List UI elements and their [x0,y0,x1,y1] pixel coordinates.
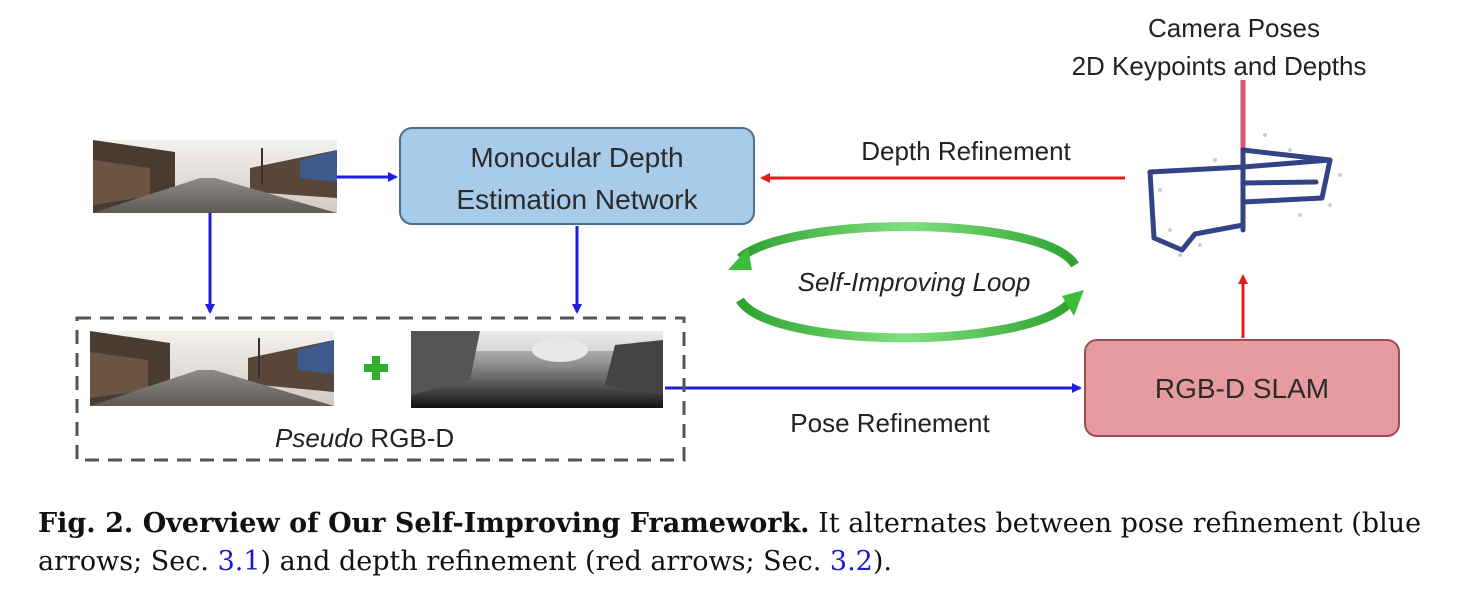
depth-network-label-line1: Monocular Depth [470,142,683,173]
keypoints-depths-label: 2D Keypoints and Depths [1072,51,1367,81]
depth-map [411,331,663,408]
depth-refinement-label: Depth Refinement [861,136,1071,166]
caption-ref-section-3-2[interactable]: 3.2 [829,546,873,577]
depth-network-label-line2: Estimation Network [456,184,698,215]
street-photo-top [93,140,337,213]
pose-refinement-label: Pose Refinement [790,408,990,438]
loop-label: Self-Improving Loop [798,267,1031,297]
caption-part1: It alternates between pose refinement (b… [38,508,1422,577]
framework-diagram: Monocular Depth Estimation Network [75,13,1400,462]
self-improving-loop: Self-Improving Loop [728,222,1084,343]
caption-title: Fig. 2. Overview of Our Self-Improving F… [38,508,810,539]
point-cloud-trajectory [1147,80,1342,257]
caption-ref-section-3-1[interactable]: 3.1 [217,546,261,577]
pseudo-rgbd-label: Pseudo RGB-D [275,423,454,453]
figure-caption: Fig. 2. Overview of Our Self-Improving F… [38,505,1438,581]
loop-upper-arc [737,222,1079,268]
loop-upper-arrowhead [728,248,752,270]
camera-poses-label: Camera Poses [1148,13,1320,43]
loop-lower-arrowhead [1062,290,1084,316]
plus-icon [364,356,388,380]
pseudo-rgbd-box [75,316,686,462]
caption-part3: ). [872,546,892,577]
depth-network-box: Monocular Depth Estimation Network [399,127,755,225]
caption-part2: ) and depth refinement (red arrows; Sec. [260,546,830,577]
loop-lower-arc [736,297,1074,343]
street-photo-bottom [90,331,334,406]
slam-box: RGB-D SLAM [1084,339,1400,437]
slam-label: RGB-D SLAM [1155,373,1329,404]
